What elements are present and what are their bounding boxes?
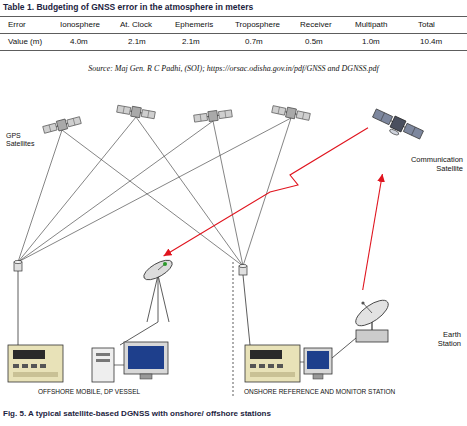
offshore-equipment <box>13 372 58 377</box>
offshore-equipment <box>114 365 124 366</box>
table-rules <box>0 17 467 51</box>
onshore-equipment <box>239 264 247 275</box>
onshore-equipment <box>250 350 282 359</box>
station-label: OFFSHORE MOBILE, DP VESSEL <box>38 388 140 396</box>
uplink-arrow <box>363 174 383 290</box>
onshore-equipment <box>277 364 283 368</box>
figure-caption: Fig. 5. A typical satellite-based DGNSS … <box>3 409 271 418</box>
ship-dish-antenna <box>147 275 158 322</box>
table-value-cell: 0.7m <box>245 37 263 46</box>
onshore-equipment <box>243 275 250 345</box>
table-header-cell: Ionosphere <box>60 20 100 29</box>
onshore-equipment <box>300 362 304 363</box>
ship-dish-antenna <box>158 275 169 322</box>
communication-satellite-icon <box>370 108 424 145</box>
ship-dish-antenna <box>163 262 167 266</box>
table-header-cell: At. Clock <box>120 20 152 29</box>
gps-signal-lines <box>18 118 291 262</box>
gps-satellites <box>116 104 155 120</box>
offshore-equipment <box>140 374 152 379</box>
source-note: Source: Maj Gen. R C Padhi, (SOI); https… <box>0 64 467 73</box>
gps-satellites <box>42 104 310 135</box>
station-label: ONSHORE REFERENCE AND MONITOR STATION <box>244 388 395 396</box>
group-label: GPS Satellites <box>6 132 46 149</box>
gps-satellites <box>271 104 310 122</box>
offshore-equipment <box>128 346 164 369</box>
onshore-reference-station: ONSHORE REFERENCE AND MONITOR STATION <box>238 352 418 398</box>
offshore-equipment <box>31 364 37 368</box>
offshore-equipment <box>13 350 45 359</box>
offshore-equipment <box>14 260 22 271</box>
offshore-equipment <box>124 342 168 374</box>
communication-satellite-icon <box>412 127 416 135</box>
table-rules <box>0 50 467 51</box>
earth-station-dish <box>332 338 356 358</box>
onshore-equipment <box>245 345 300 382</box>
offshore-equipment <box>40 364 46 368</box>
onshore-equipment <box>304 348 332 374</box>
ship-dish-antenna <box>120 322 158 345</box>
table-header-cell: Troposphere <box>235 20 280 29</box>
communication-satellite-icon <box>389 128 400 136</box>
gps-signal-lines <box>62 130 243 266</box>
table-header-cell: Total <box>418 20 435 29</box>
gps-signal-lines <box>18 121 213 262</box>
onshore-equipment <box>250 364 256 368</box>
earth-station-dish <box>356 330 388 342</box>
ship-dish-antenna <box>141 256 175 283</box>
communication-satellite-icon <box>373 109 393 125</box>
gps-signal-lines <box>213 121 243 266</box>
table-title: Table 1. Budgeting of GNSS error in the … <box>3 3 253 13</box>
earth-station: Earth Station <box>345 290 463 350</box>
earth-station-dish <box>352 296 392 331</box>
table-value-cell: 2.1m <box>182 37 200 46</box>
onshore-equipment <box>259 364 265 368</box>
communication-satellite-icon <box>381 113 385 121</box>
offshore-equipment <box>13 364 19 368</box>
table-value-cell: 10.4m <box>420 37 442 46</box>
table-value-cell: 2.1m <box>128 37 146 46</box>
onshore-equipment <box>313 374 323 379</box>
onshore-equipment <box>268 364 274 368</box>
table-header-cell: Multipath <box>355 20 387 29</box>
communication-satellite-icon <box>403 123 423 139</box>
correction-broadcast-arrow <box>164 128 368 256</box>
gps-satellites <box>42 115 81 134</box>
earth-station-dish <box>332 296 392 358</box>
gps-satellites <box>193 108 232 123</box>
onshore-equipment <box>239 264 332 382</box>
table-row-label: Value (m) <box>8 37 42 46</box>
station-label: Communication Satellite <box>403 155 463 173</box>
offshore-equipment <box>8 345 63 382</box>
offshore-vessel-station: OFFSHORE MOBILE, DP VESSEL <box>4 256 232 398</box>
offshore-equipment <box>8 256 175 382</box>
table-rules <box>0 33 467 34</box>
gps-signal-lines <box>18 117 291 266</box>
offshore-equipment <box>92 348 114 382</box>
earth-station-dish <box>363 303 372 313</box>
offshore-equipment <box>18 271 19 345</box>
station-divider <box>233 262 234 398</box>
onshore-equipment <box>250 372 295 377</box>
ship-dish-antenna <box>120 256 175 345</box>
earth-station-dish <box>361 301 364 304</box>
table-rules <box>0 16 467 17</box>
station-label: Earth Station <box>419 330 461 348</box>
offshore-equipment <box>22 364 28 368</box>
offshore-equipment <box>96 359 110 362</box>
table-header-cell: Ephemeris <box>175 20 213 29</box>
gps-signal-lines <box>243 118 291 266</box>
table-value-cell: 4.0m <box>70 37 88 46</box>
table-header-cell: Receiver <box>300 20 332 29</box>
communication-satellite: Communication Satellite <box>368 108 464 174</box>
table-header-cell: Error <box>8 20 26 29</box>
offshore-equipment <box>96 353 110 356</box>
table-value-cell: 0.5m <box>305 37 323 46</box>
onshore-equipment <box>307 351 329 369</box>
table-value-cell: 1.0m <box>362 37 380 46</box>
ship-dish-antenna <box>158 275 159 322</box>
